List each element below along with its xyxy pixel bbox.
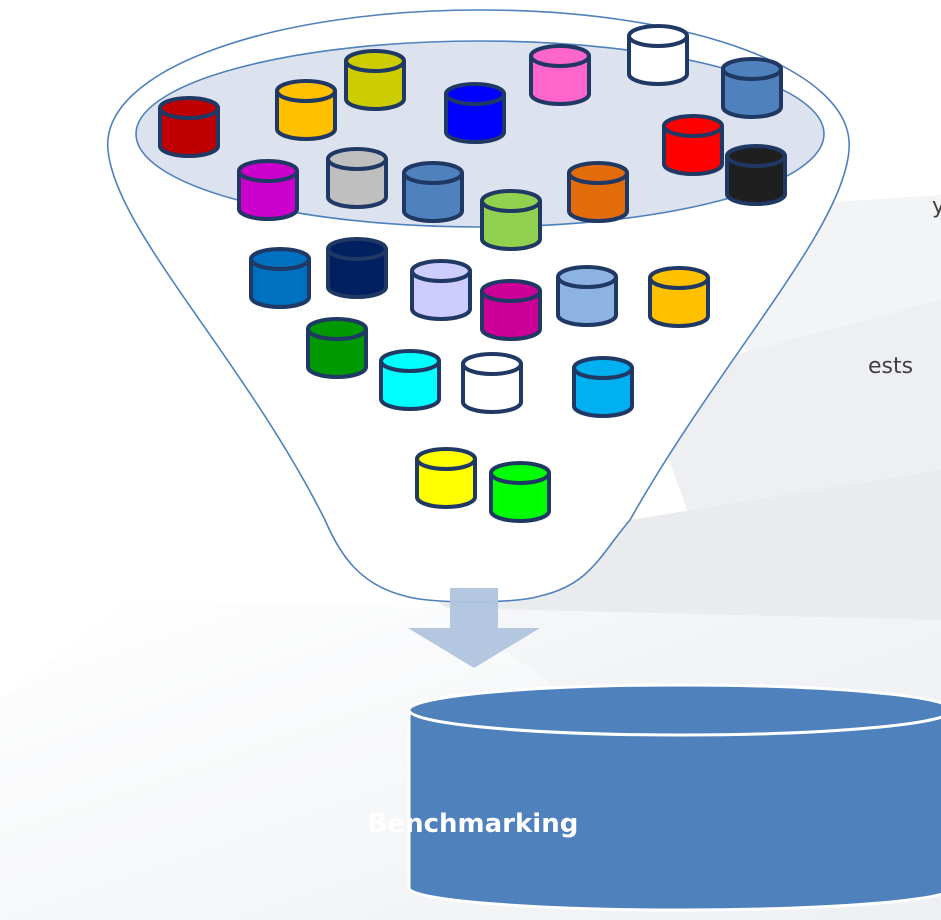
data-cylinder [725,144,787,206]
down-arrow [408,588,540,668]
data-cylinder [158,96,220,158]
data-cylinder [480,279,542,341]
data-cylinder [489,461,551,523]
data-cylinder [461,352,523,414]
data-cylinder [662,114,724,176]
data-cylinder [444,82,506,144]
data-cylinder [237,159,299,221]
data-cylinder [415,447,477,509]
data-cylinder [648,266,710,328]
data-cylinder [402,161,464,223]
data-cylinder [627,24,689,86]
data-cylinder [326,147,388,209]
data-cylinder [556,265,618,327]
side-text-fragment: y [932,194,941,219]
data-cylinder [249,247,311,309]
data-cylinder [410,259,472,321]
data-cylinder [480,189,542,251]
data-cylinder [275,79,337,141]
benchmark-label: Benchmarking [368,809,579,839]
data-cylinders [158,24,787,523]
data-cylinder [379,349,441,411]
data-cylinder [572,356,634,418]
data-cylinder [567,161,629,223]
data-cylinder [306,317,368,379]
data-cylinder [529,44,591,106]
benchmark-cylinder: Benchmarking [368,683,941,912]
side-text-fragment: ests [868,354,914,379]
data-cylinder [344,49,406,111]
data-cylinder [721,57,783,119]
data-cylinder [326,237,388,299]
